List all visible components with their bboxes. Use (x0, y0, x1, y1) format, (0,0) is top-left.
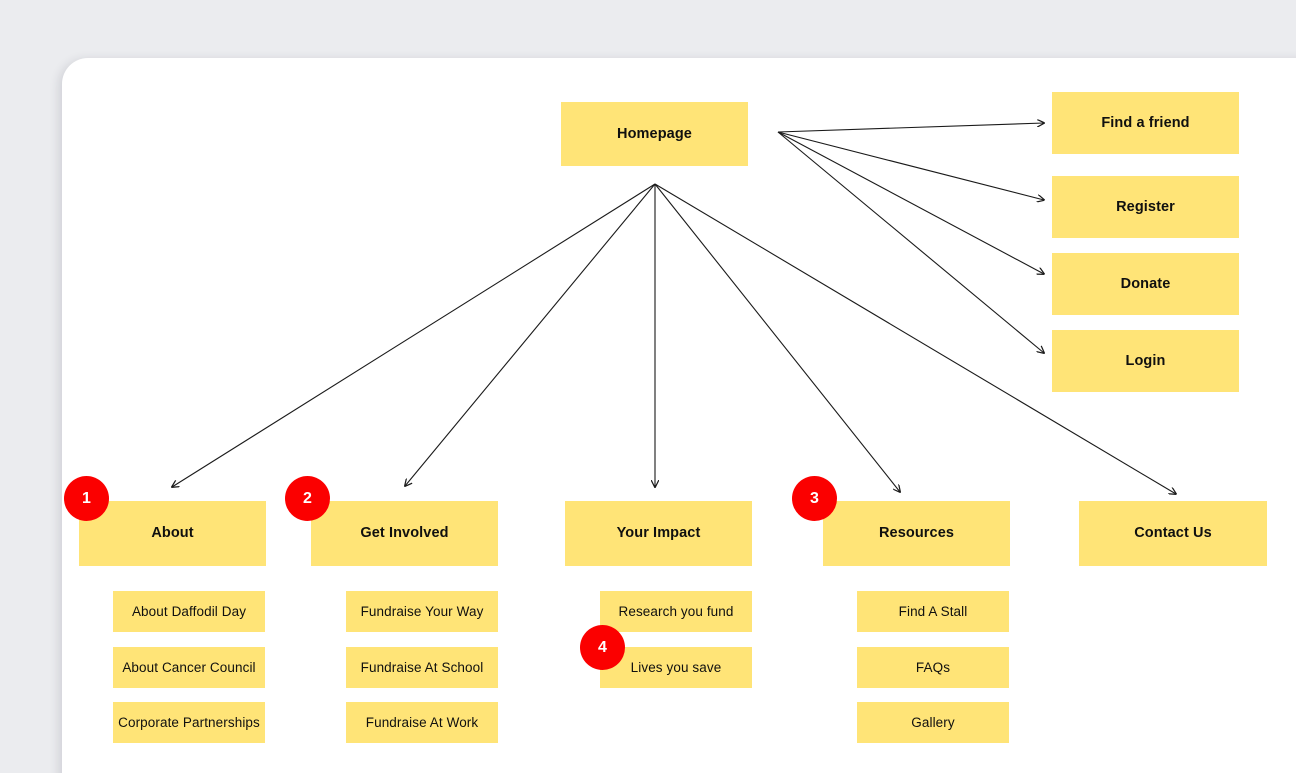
node-register[interactable]: Register (1052, 176, 1239, 238)
node-get-involved-label: Get Involved (360, 525, 449, 542)
node-gallery[interactable]: Gallery (857, 702, 1009, 743)
annotation-badge-4-number: 4 (598, 638, 607, 656)
annotation-badge-3-number: 3 (810, 489, 819, 507)
node-gallery-label: Gallery (911, 714, 955, 730)
node-fundraise-your-way-label: Fundraise Your Way (360, 603, 484, 619)
node-donate[interactable]: Donate (1052, 253, 1239, 315)
annotation-badge-2-number: 2 (303, 489, 312, 507)
node-fundraise-at-work-label: Fundraise At Work (365, 714, 479, 730)
node-contact-us[interactable]: Contact Us (1079, 501, 1267, 566)
node-find-a-friend-label: Find a friend (1101, 114, 1190, 131)
node-about-daffodil-day[interactable]: About Daffodil Day (113, 591, 265, 632)
node-about-cancer-council-label: About Cancer Council (122, 659, 256, 675)
edge-homepage-register (777, 131, 1044, 200)
node-find-a-friend[interactable]: Find a friend (1052, 92, 1239, 154)
edge-homepage-about (172, 183, 656, 487)
node-research-you-fund-label: Research you fund (618, 603, 734, 619)
node-login-label: Login (1125, 352, 1166, 369)
annotation-badge-1[interactable]: 1 (64, 476, 109, 521)
node-fundraise-at-school[interactable]: Fundraise At School (346, 647, 498, 688)
annotation-badge-3[interactable]: 3 (792, 476, 837, 521)
node-resources[interactable]: Resources (823, 501, 1010, 566)
node-find-a-stall-label: Find A Stall (898, 603, 968, 619)
node-homepage[interactable]: Homepage (561, 102, 748, 166)
edge-homepage-login (777, 131, 1044, 353)
edge-homepage-resources (654, 183, 900, 492)
node-homepage-label: Homepage (617, 125, 692, 142)
annotation-badge-1-number: 1 (82, 489, 91, 507)
annotation-badge-4[interactable]: 4 (580, 625, 625, 670)
node-lives-you-save[interactable]: Lives you save (600, 647, 752, 688)
node-research-you-fund[interactable]: Research you fund (600, 591, 752, 632)
node-get-involved[interactable]: Get Involved (311, 501, 498, 566)
edge-homepage-find-a-friend (777, 123, 1044, 133)
node-your-impact-label: Your Impact (616, 525, 701, 542)
node-fundraise-at-school-label: Fundraise At School (360, 659, 484, 675)
node-fundraise-at-work[interactable]: Fundraise At Work (346, 702, 498, 743)
node-register-label: Register (1116, 198, 1175, 215)
node-about-cancer-council[interactable]: About Cancer Council (113, 647, 265, 688)
annotation-badge-2[interactable]: 2 (285, 476, 330, 521)
edge-homepage-donate (777, 131, 1044, 274)
node-lives-you-save-label: Lives you save (630, 659, 722, 675)
node-about-label: About (151, 525, 194, 542)
node-find-a-stall[interactable]: Find A Stall (857, 591, 1009, 632)
node-about-daffodil-day-label: About Daffodil Day (131, 603, 247, 619)
node-corporate-partnerships[interactable]: Corporate Partnerships (113, 702, 265, 743)
node-contact-us-label: Contact Us (1134, 525, 1212, 542)
edge-homepage-get-involved (405, 183, 656, 486)
node-resources-label: Resources (878, 525, 955, 542)
node-about[interactable]: About (79, 501, 266, 566)
node-fundraise-your-way[interactable]: Fundraise Your Way (346, 591, 498, 632)
node-faqs-label: FAQs (915, 659, 951, 675)
node-login[interactable]: Login (1052, 330, 1239, 392)
node-faqs[interactable]: FAQs (857, 647, 1009, 688)
node-corporate-partnerships-label: Corporate Partnerships (118, 714, 260, 730)
node-your-impact[interactable]: Your Impact (565, 501, 752, 566)
node-donate-label: Donate (1120, 275, 1171, 292)
